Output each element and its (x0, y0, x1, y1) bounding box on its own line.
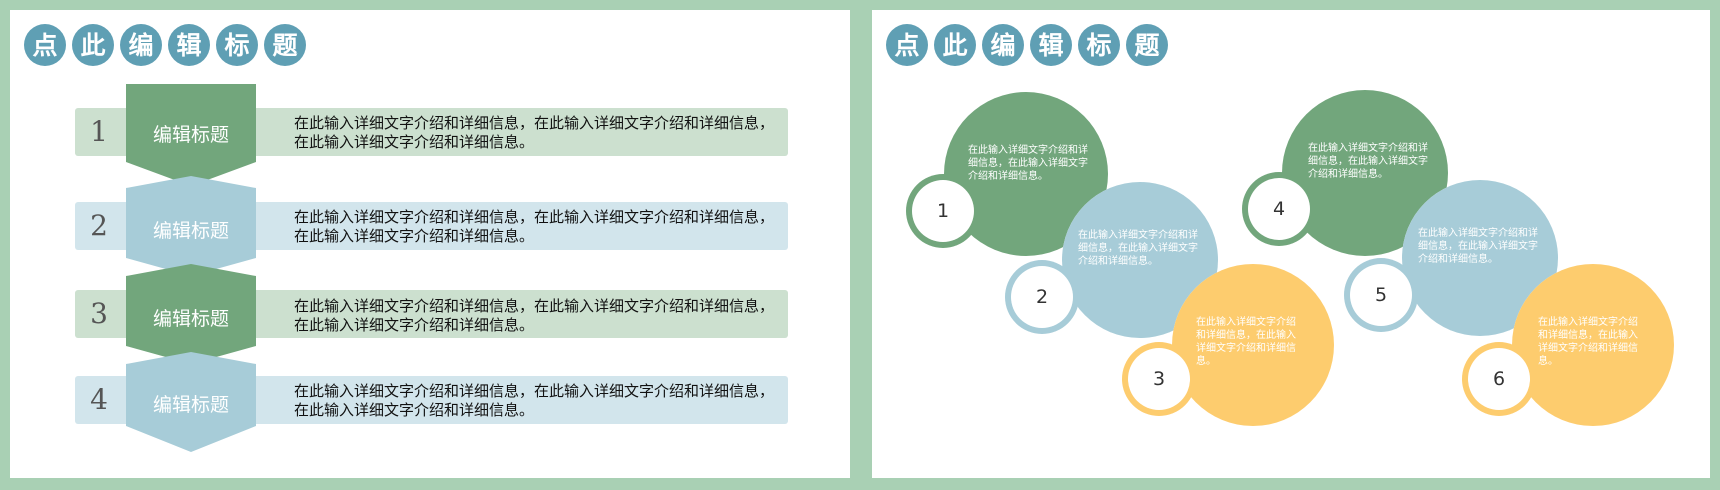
row-tag-4[interactable]: 编辑标题 (126, 352, 256, 462)
chevron-shape (126, 176, 256, 276)
row-tag-3[interactable]: 编辑标题 (126, 264, 256, 374)
title-char: 此 (72, 24, 114, 66)
title-char: 辑 (168, 24, 210, 66)
row-number-3: 3 (90, 297, 108, 330)
number-badge-5: 5 (1344, 258, 1418, 332)
row-desc-2: 在此输入详细文字介绍和详细信息，在此输入详细文字介绍和详细信息，在此输入详细文字… (294, 208, 775, 245)
info-circle-6: 在此输入详细文字介绍和详细信息，在此输入详细文字介绍和详细信息。 (1512, 264, 1674, 426)
row-tag-label-2: 编辑标题 (152, 220, 229, 242)
info-circle-4: 在此输入详细文字介绍和详细信息，在此输入详细文字介绍和详细信息。 (1282, 90, 1448, 256)
number-badge-2: 2 (1005, 260, 1079, 334)
title-char: 点 (886, 24, 928, 66)
info-circle-3: 在此输入详细文字介绍和详细信息，在此输入详细文字介绍和详细信息。 (1172, 264, 1334, 426)
slide-left: 点 此 编 辑 标 题 1 编辑标题 在此输入详细文字介绍和详细信息，在此输入详… (10, 10, 850, 478)
row-tag-label-3: 编辑标题 (152, 308, 229, 330)
title-char: 点 (24, 24, 66, 66)
title-char: 标 (1078, 24, 1120, 66)
row-tag-label-4: 编辑标题 (152, 394, 229, 416)
row-tag-1[interactable]: 编辑标题 (126, 84, 256, 194)
row-tag-label-1: 编辑标题 (152, 124, 229, 146)
number-badge-4: 4 (1242, 172, 1316, 246)
slide-right: 点 此 编 辑 标 题 在此输入详细文字介绍和详细信息，在此输入详细文字介绍和详… (872, 10, 1710, 478)
title-char: 标 (216, 24, 258, 66)
chevron-shape (126, 84, 256, 186)
number-badge-3: 3 (1122, 342, 1196, 416)
chevron-shape (126, 264, 256, 364)
title-char: 辑 (1030, 24, 1072, 66)
info-circle-text-2: 在此输入详细文字介绍和详细信息，在此输入详细文字介绍和详细信息。 (1078, 230, 1198, 267)
slide-title: 点 此 编 辑 标 题 (886, 24, 1174, 66)
row-number-4: 4 (90, 383, 108, 416)
number-badge-6: 6 (1462, 342, 1536, 416)
row-number-2: 2 (90, 209, 108, 242)
row-desc-1: 在此输入详细文字介绍和详细信息，在此输入详细文字介绍和详细信息，在此输入详细文字… (294, 114, 775, 151)
number-badge-1: 1 (906, 174, 980, 248)
info-circle-text-5: 在此输入详细文字介绍和详细信息，在此输入详细文字介绍和详细信息。 (1418, 228, 1538, 265)
title-char: 编 (982, 24, 1024, 66)
info-circle-text-4: 在此输入详细文字介绍和详细信息，在此输入详细文字介绍和详细信息。 (1308, 143, 1428, 180)
row-tag-2[interactable]: 编辑标题 (126, 176, 256, 286)
title-char: 编 (120, 24, 162, 66)
row-desc-4: 在此输入详细文字介绍和详细信息，在此输入详细文字介绍和详细信息，在此输入详细文字… (294, 382, 775, 419)
title-char: 题 (1126, 24, 1168, 66)
row-number-1: 1 (90, 115, 108, 148)
title-char: 此 (934, 24, 976, 66)
title-char: 题 (264, 24, 306, 66)
info-circle-text-1: 在此输入详细文字介绍和详细信息，在此输入详细文字介绍和详细信息。 (968, 145, 1088, 182)
info-circle-text-6: 在此输入详细文字介绍和详细信息，在此输入详细文字介绍和详细信息。 (1538, 317, 1638, 367)
row-desc-3: 在此输入详细文字介绍和详细信息，在此输入详细文字介绍和详细信息，在此输入详细文字… (294, 297, 775, 334)
chevron-shape (126, 352, 256, 452)
info-circle-text-3: 在此输入详细文字介绍和详细信息，在此输入详细文字介绍和详细信息。 (1196, 317, 1296, 367)
slide-title: 点 此 编 辑 标 题 (24, 24, 312, 66)
